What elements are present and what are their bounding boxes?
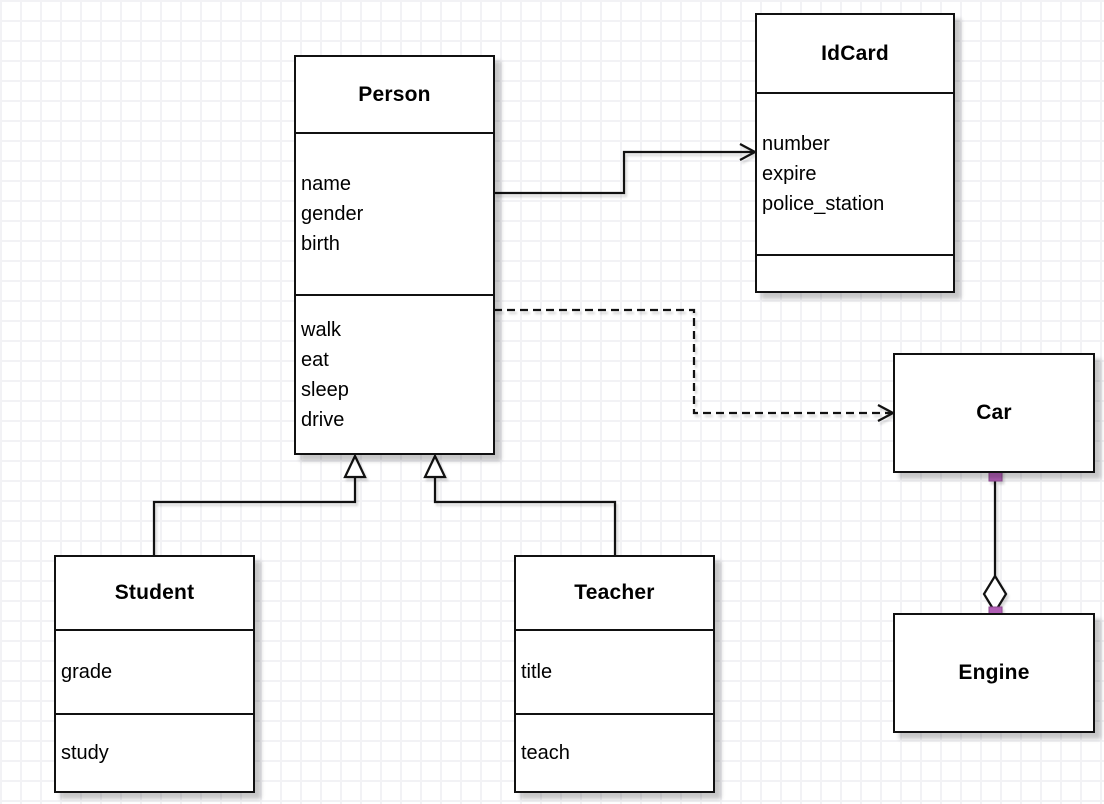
generalization-student-person[interactable] [154,477,355,556]
class-title-person: Person [358,82,431,106]
attributes-compartment-person: name gender birth [296,132,493,294]
class-title-car: Car [976,401,1012,424]
methods-compartment-teacher: teach [516,713,713,791]
class-box-person[interactable]: Person name gender birth walk eat sleep … [294,55,495,455]
class-box-student[interactable]: Student grade study [54,555,255,793]
method-row: drive [301,408,345,431]
methods-compartment-person: walk eat sleep drive [296,294,493,453]
dependency-person-car[interactable] [494,310,891,413]
attribute-row: gender [301,203,364,225]
attributes-compartment-idcard: number expire police_station [757,92,953,254]
method-row: study [61,742,109,764]
methods-compartment-student: study [56,713,253,791]
method-row: sleep [301,378,349,401]
method-row: walk [301,318,342,341]
class-box-engine[interactable]: Engine [893,613,1095,733]
attributes-compartment-student: grade [56,629,253,713]
attribute-row: birth [301,233,340,255]
class-title-engine: Engine [958,661,1030,684]
attribute-row: grade [61,661,113,683]
attributes-compartment-teacher: title [516,629,713,713]
class-title-idcard: IdCard [821,41,889,65]
methods-compartment-idcard-empty [757,254,953,291]
attribute-row: title [521,661,553,683]
attribute-row: number [762,133,830,155]
method-row: eat [301,348,329,371]
attribute-row: name [301,173,352,195]
attribute-row: expire [762,163,817,185]
hollow-triangle-teacher-icon [425,456,445,477]
attribute-row: police_station [762,193,885,215]
class-title-student: Student [114,581,195,604]
class-box-teacher[interactable]: Teacher title teach [514,555,715,793]
generalization-teacher-person[interactable] [435,477,615,556]
class-box-idcard[interactable]: IdCard number expire police_station [755,13,955,293]
hollow-triangle-student-icon [345,456,365,477]
class-box-car[interactable]: Car [893,353,1095,473]
method-row: teach [521,742,570,764]
association-person-idcard[interactable] [494,152,755,193]
class-title-teacher: Teacher [574,581,655,604]
